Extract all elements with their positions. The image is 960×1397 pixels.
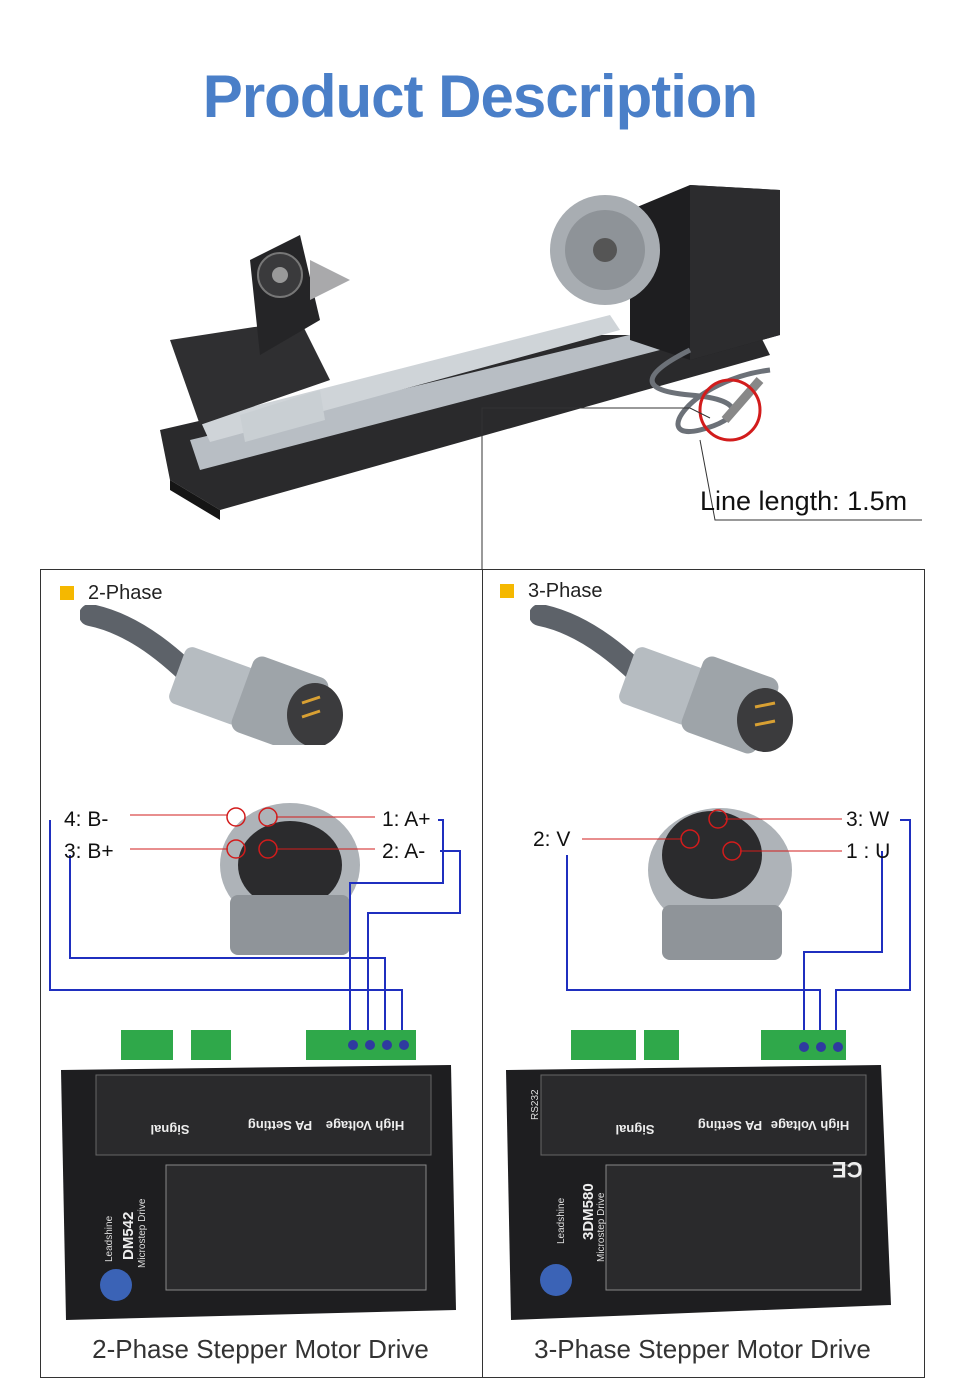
drive-brand-label: Leadshine — [104, 1215, 115, 1262]
pa-group-label: PA Setting — [697, 1118, 763, 1133]
signal-group-label: Signal — [150, 1122, 190, 1137]
3dm580-drive-image — [506, 1030, 891, 1320]
page-title: Product Description — [202, 63, 758, 130]
bullet-square-icon — [60, 586, 74, 600]
pin-label-w: 3: W — [846, 808, 890, 831]
rotary-attachment-image — [160, 185, 780, 520]
pin-label-v: 2: V — [533, 828, 571, 851]
pin-label-3: 3: B+ — [64, 840, 114, 863]
drive-model-label: DM542 — [120, 1211, 137, 1260]
drive-brand-label: Leadshine — [556, 1197, 567, 1244]
ce-mark: CE — [832, 1157, 863, 1182]
signal-group-label: Signal — [615, 1122, 655, 1137]
pa-group-label: PA Setting — [247, 1118, 313, 1133]
two-phase-heading: 2-Phase — [60, 582, 163, 605]
three-phase-caption: 3-Phase Stepper Motor Drive — [534, 1334, 871, 1364]
rs232-port-label: RS232 — [530, 1089, 541, 1120]
drive-model-label: 3DM580 — [580, 1183, 597, 1240]
four-pin-connector-image — [80, 605, 343, 745]
dm542-drive-image — [61, 1030, 456, 1320]
pin-label-1: 1: A+ — [382, 808, 431, 831]
pin-label-u: 1 : U — [846, 840, 891, 863]
pin-label-2: 2: A- — [382, 840, 426, 863]
drive-type-label: Microstep Drive — [137, 1198, 148, 1268]
hv-group-label: High Voltage — [325, 1118, 405, 1133]
three-phase-heading: 3-Phase — [500, 580, 603, 603]
two-phase-caption: 2-Phase Stepper Motor Drive — [92, 1334, 429, 1364]
hv-group-label: High Voltage — [770, 1118, 850, 1133]
line-length-label: Line length: 1.5m — [700, 486, 908, 516]
three-phase-wiring-diagram — [566, 808, 911, 1030]
two-phase-wiring-diagram — [49, 803, 461, 1030]
drive-type-label: Microstep Drive — [596, 1192, 607, 1262]
pin-label-4: 4: B- — [64, 808, 109, 831]
bullet-square-icon — [500, 584, 514, 598]
three-pin-connector-image — [530, 605, 793, 754]
callout-lines — [481, 407, 922, 570]
